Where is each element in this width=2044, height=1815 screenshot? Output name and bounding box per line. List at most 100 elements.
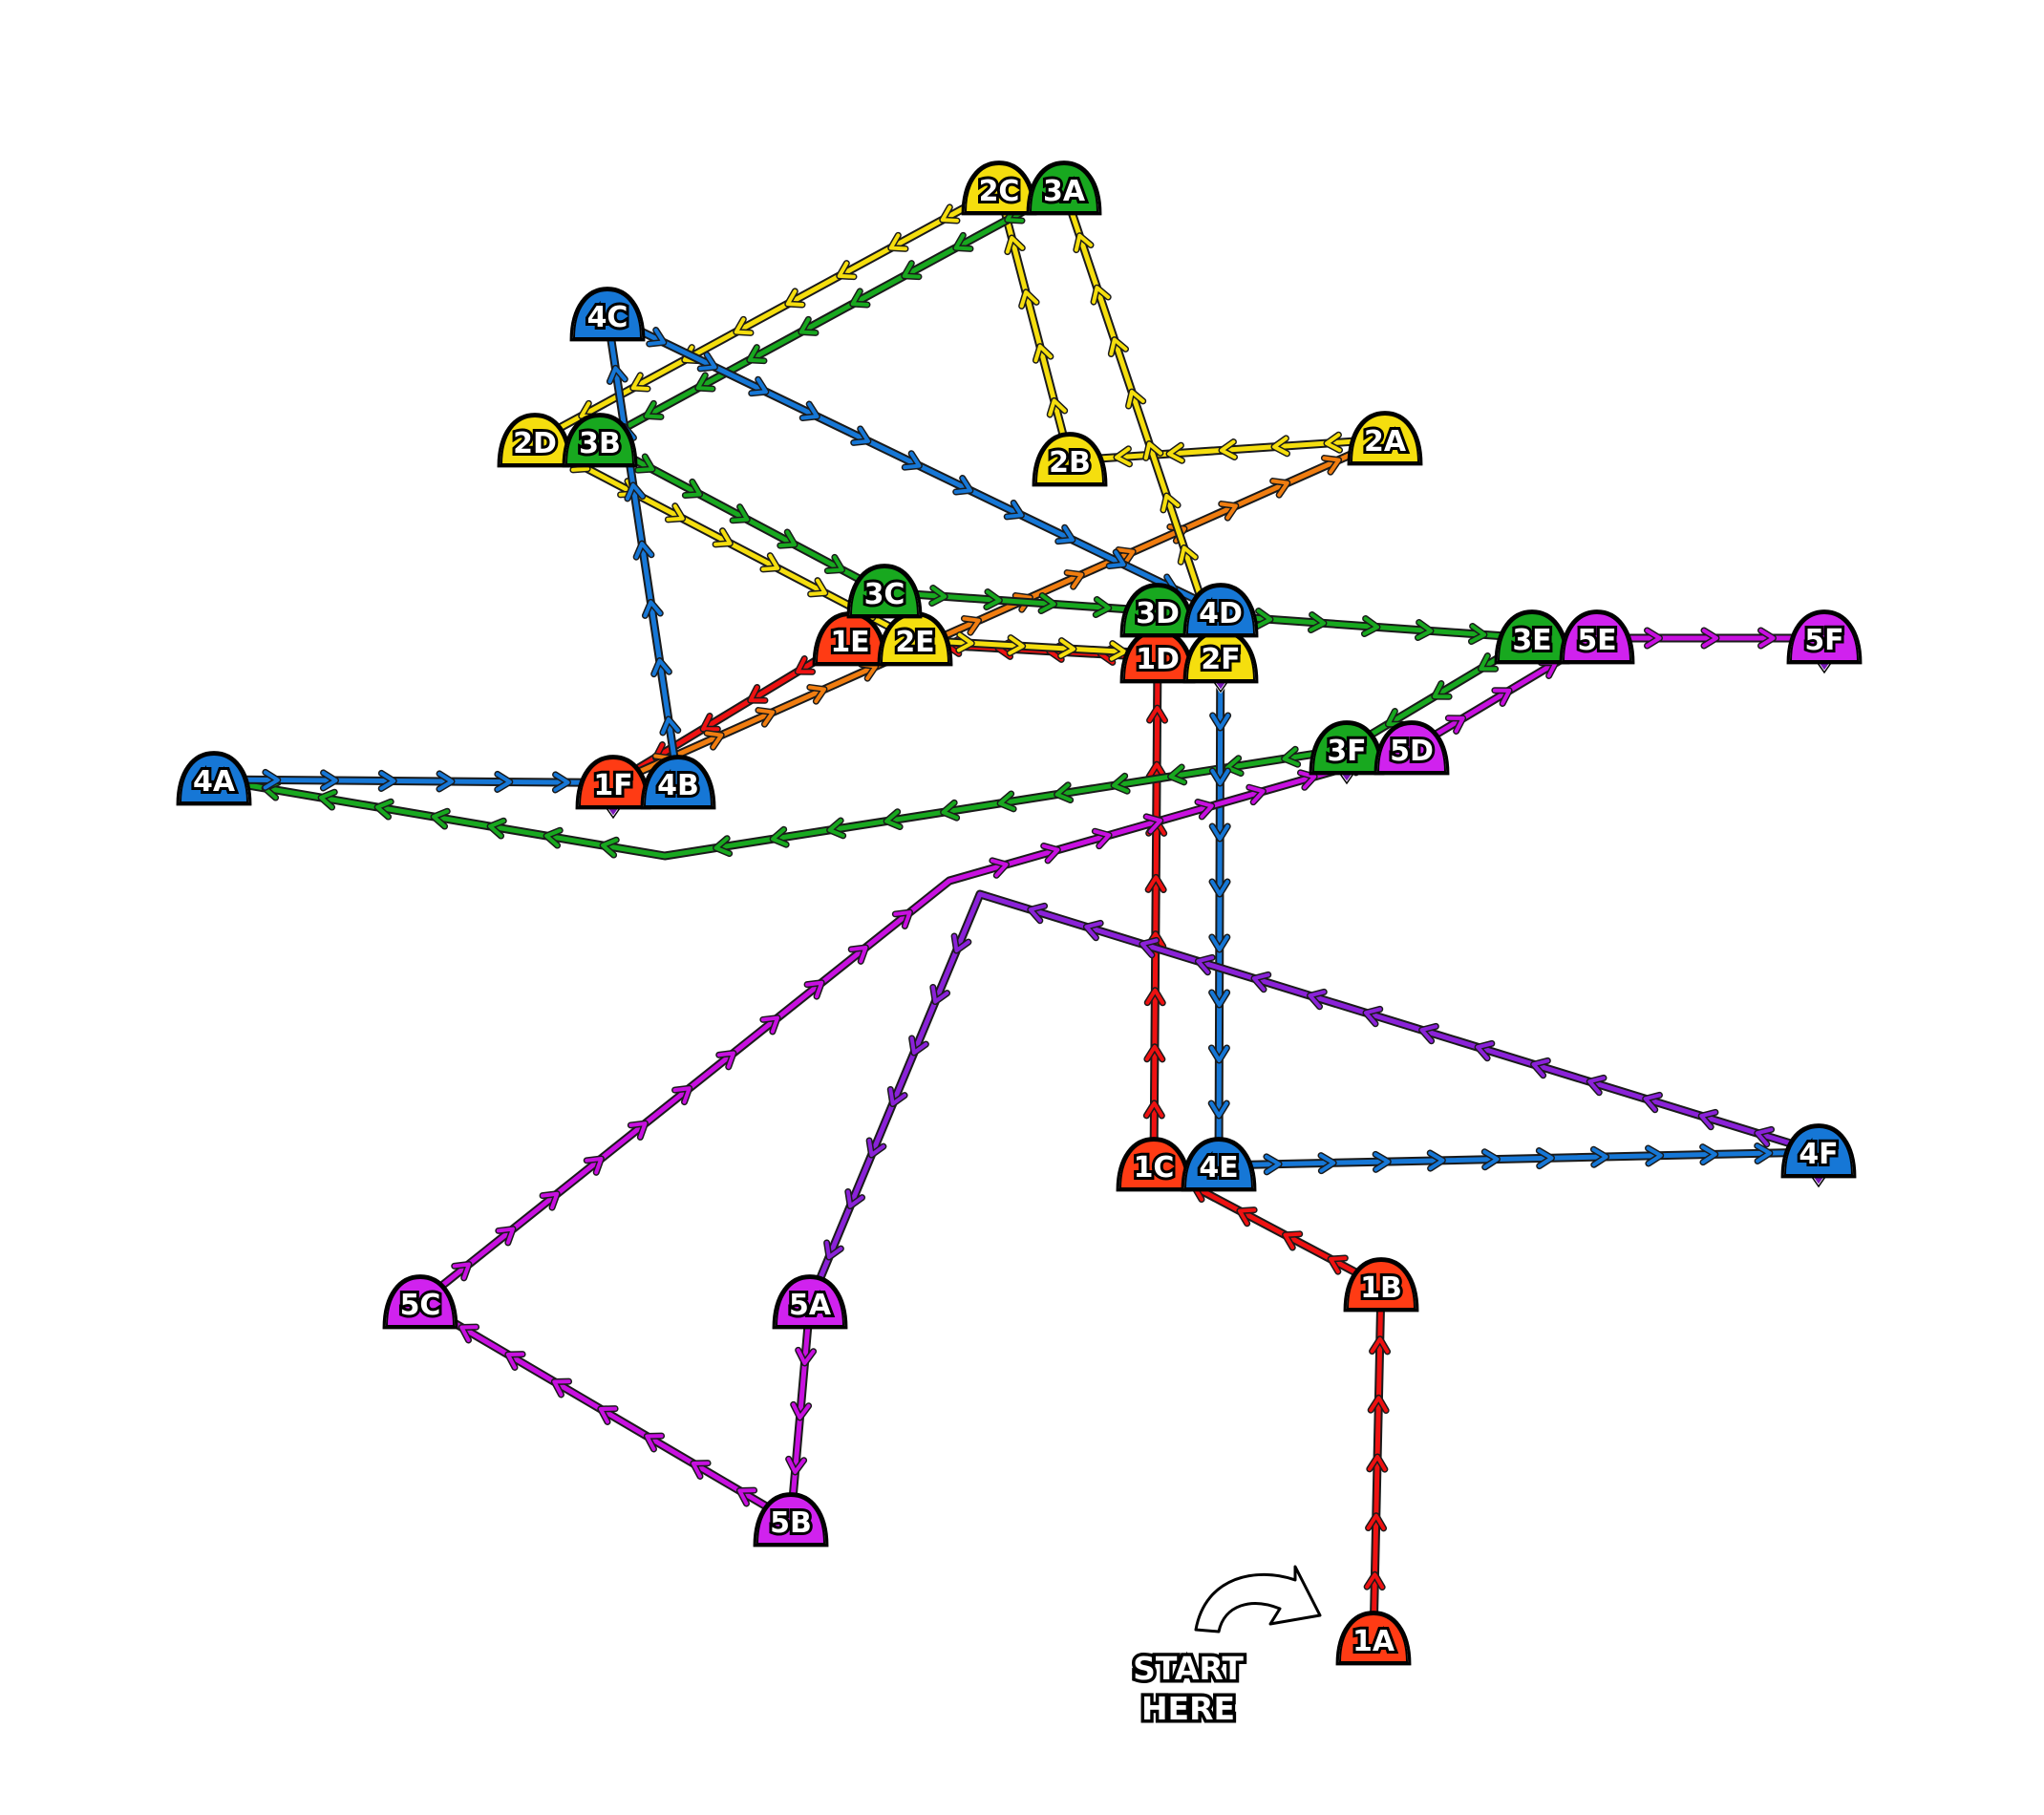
direction-chevron-icon <box>459 1325 479 1342</box>
direction-chevron-icon <box>1325 433 1342 453</box>
direction-chevron-icon <box>643 600 663 618</box>
direction-chevron-icon <box>625 482 645 501</box>
marker-5e[interactable]: 5E <box>1559 609 1635 665</box>
direction-chevron-icon <box>1255 609 1272 629</box>
marker-4d[interactable]: 4D <box>1182 583 1259 638</box>
marker-label: 4E <box>1199 1151 1238 1185</box>
direction-chevron-icon <box>263 770 280 790</box>
direction-chevron-icon <box>1147 706 1167 723</box>
direction-chevron-icon <box>1033 344 1053 363</box>
direction-chevron-icon <box>705 731 724 750</box>
direction-chevron-icon <box>1309 612 1326 632</box>
route-3B-3C <box>595 437 889 597</box>
route-5B-5C <box>415 1298 796 1526</box>
marker-1f[interactable]: 1F <box>575 755 651 820</box>
marker-4a[interactable]: 4A <box>176 751 252 806</box>
direction-chevron-icon <box>1167 443 1184 463</box>
marker-1b[interactable]: 1B <box>1343 1257 1419 1313</box>
start-annotation: START HERE <box>1130 1565 1322 1731</box>
direction-chevron-icon <box>1146 875 1166 892</box>
direction-chevron-icon <box>495 772 512 792</box>
direction-chevron-icon <box>825 555 844 573</box>
marker-4c[interactable]: 4C <box>569 287 646 342</box>
marker-5c[interactable]: 5C <box>382 1274 458 1330</box>
direction-chevron-icon <box>601 838 619 858</box>
direction-chevron-icon <box>953 476 972 494</box>
route-2A-2B <box>1065 431 1390 468</box>
direction-chevron-icon <box>1209 934 1229 951</box>
direction-chevron-icon <box>1446 715 1465 734</box>
direction-chevron-icon <box>1054 782 1073 802</box>
direction-chevron-icon <box>716 1051 735 1069</box>
marker-1a[interactable]: 1A <box>1335 1611 1412 1666</box>
marker-5f[interactable]: 5F <box>1786 609 1863 674</box>
direction-chevron-icon <box>1479 653 1498 672</box>
marker-3a[interactable]: 3A <box>1026 160 1102 216</box>
route-3A-3B <box>595 184 1069 446</box>
marker-2d[interactable]: 2D <box>497 413 573 468</box>
marker-2f[interactable]: 2F <box>1182 629 1259 694</box>
direction-chevron-icon <box>888 233 907 251</box>
marker-dome <box>1783 1125 1854 1176</box>
marker-3b[interactable]: 3B <box>562 413 638 468</box>
marker-3d[interactable]: 3D <box>1119 583 1196 638</box>
marker-4e[interactable]: 4E <box>1181 1137 1257 1192</box>
route-4C-4D <box>603 310 1225 616</box>
direction-chevron-icon <box>731 504 750 523</box>
direction-chevron-icon <box>796 1348 816 1365</box>
marker-1d[interactable]: 1D <box>1119 629 1196 684</box>
direction-chevron-icon <box>488 819 506 839</box>
marker-2b[interactable]: 2B <box>1032 432 1108 487</box>
route-5A-5B <box>785 1298 818 1526</box>
marker-dome <box>1034 434 1105 484</box>
direction-chevron-icon <box>1112 774 1130 794</box>
direction-chevron-icon <box>1209 1100 1229 1118</box>
direction-chevron-icon <box>1115 446 1132 466</box>
direction-chevron-icon <box>598 1406 618 1424</box>
direction-chevron-icon <box>805 980 824 999</box>
direction-chevron-icon <box>785 288 804 307</box>
marker-1c[interactable]: 1C <box>1116 1137 1192 1192</box>
marker-1e[interactable]: 1E <box>812 611 888 667</box>
direction-chevron-icon <box>1065 570 1084 589</box>
direction-chevron-icon <box>909 1036 928 1056</box>
marker-label: 3A <box>1043 175 1086 208</box>
direction-chevron-icon <box>698 352 717 371</box>
marker-2a[interactable]: 2A <box>1347 411 1423 466</box>
direction-chevron-icon <box>701 714 720 732</box>
marker-label: 1B <box>1360 1271 1402 1305</box>
marker-3e[interactable]: 3E <box>1494 609 1570 665</box>
marker-3c[interactable]: 3C <box>846 564 923 619</box>
direction-chevron-icon <box>1369 1396 1389 1413</box>
direction-chevron-icon <box>1428 1151 1445 1171</box>
marker-5b[interactable]: 5B <box>753 1492 829 1548</box>
marker-3f[interactable]: 3F <box>1309 720 1385 785</box>
start-label-line1: START <box>1133 1650 1244 1687</box>
direction-chevron-icon <box>760 553 780 571</box>
direction-chevron-icon <box>953 233 972 251</box>
marker-2c[interactable]: 2C <box>961 160 1037 216</box>
marker-dome <box>643 757 713 807</box>
direction-chevron-icon <box>1028 904 1047 923</box>
direction-chevron-icon <box>827 819 845 838</box>
direction-chevron-icon <box>1145 988 1165 1005</box>
direction-chevron-icon <box>647 328 666 346</box>
direction-chevron-icon <box>1210 768 1230 785</box>
marker-label: 2F <box>1201 643 1240 676</box>
marker-label: 2B <box>1049 446 1091 480</box>
direction-chevron-icon <box>713 836 732 856</box>
direction-chevron-icon <box>496 1227 515 1245</box>
marker-4b[interactable]: 4B <box>640 755 716 810</box>
marker-2e[interactable]: 2E <box>877 611 953 667</box>
direction-chevron-icon <box>990 858 1009 878</box>
direction-chevron-icon <box>1039 593 1056 613</box>
direction-chevron-icon <box>1210 879 1230 896</box>
marker-5a[interactable]: 5A <box>772 1274 848 1330</box>
direction-chevron-icon <box>1094 597 1111 617</box>
direction-chevron-icon <box>1144 1044 1164 1061</box>
direction-chevron-icon <box>1322 456 1341 475</box>
direction-chevron-icon <box>998 792 1016 811</box>
marker-dome <box>775 1276 845 1327</box>
marker-5d[interactable]: 5D <box>1373 720 1450 776</box>
marker-4f[interactable]: 4F <box>1780 1123 1857 1188</box>
